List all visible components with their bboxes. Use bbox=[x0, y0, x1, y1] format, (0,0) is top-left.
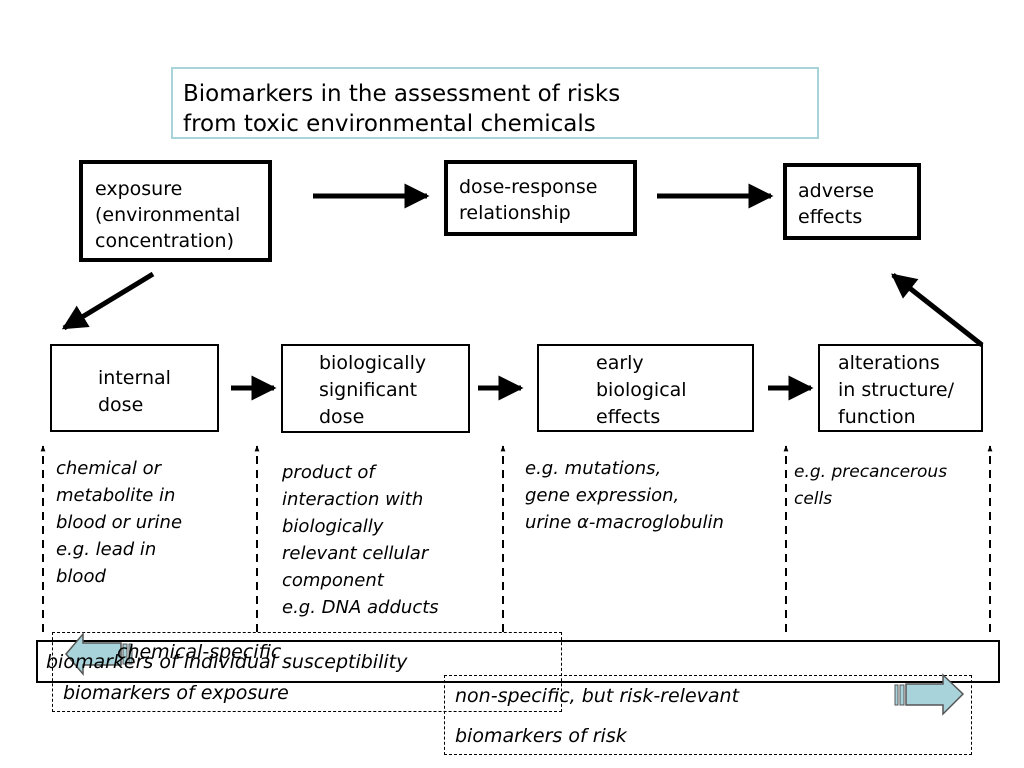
internal-dose-example-5: blood bbox=[56, 566, 106, 587]
individual-susceptibility-label: biomarkers of individual susceptibility bbox=[46, 651, 408, 673]
non-specific-label: non-specific, but risk-relevant bbox=[455, 685, 740, 707]
internal-dose-line-2: dose bbox=[98, 394, 144, 416]
internal-dose-line-1: internal bbox=[98, 367, 171, 389]
bsd-line-3: dose bbox=[319, 406, 365, 428]
exposure-label: biomarkers of exposure bbox=[63, 682, 289, 704]
bsd-line-2: significant bbox=[319, 379, 418, 401]
internal-dose-example-3: blood or urine bbox=[56, 512, 183, 533]
bsd-example-5: component bbox=[282, 570, 384, 591]
ebe-example-2: gene expression, bbox=[525, 485, 680, 506]
arrow-exposure-to-internal-dose bbox=[61, 271, 155, 331]
internal-dose-examples: chemical or metabolite in blood or urine… bbox=[56, 455, 182, 590]
exposure-line-1: exposure bbox=[95, 178, 183, 200]
bsd-example-1: product of bbox=[282, 462, 375, 483]
alterations-examples: e.g. precancerous cells bbox=[794, 459, 947, 513]
ebe-line-2: biological bbox=[596, 379, 687, 401]
title-line-2: from toxic environmental chemicals bbox=[183, 111, 596, 137]
internal-dose-example-2: metabolite in bbox=[56, 485, 176, 506]
chemical-specific-label: chemical-specific bbox=[117, 641, 282, 663]
dose-response-box: dose-response relationship bbox=[444, 160, 637, 236]
dose-response-line-2: relationship bbox=[459, 202, 571, 224]
bsd-line-1: biologically bbox=[319, 352, 427, 374]
adverse-effects-line-1: adverse bbox=[798, 180, 875, 202]
title-line-1: Biomarkers in the assessment of risks bbox=[183, 81, 621, 107]
individual-susceptibility-band bbox=[36, 640, 1000, 683]
right-block-arrow bbox=[894, 673, 965, 716]
non-specific-band bbox=[444, 675, 972, 755]
dose-response-line-1: dose-response bbox=[459, 176, 598, 198]
exposure-box: exposure (environmental concentration) bbox=[79, 160, 272, 262]
alterations-example-1: e.g. precancerous bbox=[794, 462, 948, 482]
ebe-line-1: early bbox=[596, 352, 644, 374]
internal-dose-example-4: e.g. lead in bbox=[56, 539, 157, 560]
ebe-examples: e.g. mutations, gene expression, urine α… bbox=[525, 455, 724, 536]
adverse-effects-line-2: effects bbox=[798, 206, 863, 228]
alterations-line-3: function bbox=[838, 406, 916, 428]
bsd-example-4: relevant cellular bbox=[282, 543, 429, 564]
biologically-significant-dose-box: biologically significant dose bbox=[281, 344, 470, 433]
internal-dose-example-1: chemical or bbox=[56, 458, 161, 479]
alterations-line-2: in structure/ bbox=[838, 379, 954, 401]
alterations-line-1: alterations bbox=[838, 352, 940, 374]
early-biological-effects-box: early biological effects bbox=[537, 344, 754, 432]
adverse-effects-box: adverse effects bbox=[783, 163, 921, 240]
chemical-specific-band bbox=[52, 632, 562, 712]
diagram-title: Biomarkers in the assessment of risks fr… bbox=[171, 67, 819, 139]
bsd-examples: product of interaction with biologically… bbox=[282, 459, 439, 621]
ebe-example-3: urine α-macroglobulin bbox=[525, 512, 724, 533]
bsd-example-3: biologically bbox=[282, 516, 384, 537]
exposure-line-3: concentration) bbox=[95, 230, 235, 252]
ebe-example-1: e.g. mutations, bbox=[525, 458, 662, 479]
bsd-example-2: interaction with bbox=[282, 489, 424, 510]
risk-label: biomarkers of risk bbox=[455, 725, 627, 747]
alterations-example-2: cells bbox=[794, 489, 833, 509]
arrow-alterations-to-adverse bbox=[891, 273, 984, 347]
internal-dose-box: internal dose bbox=[50, 344, 219, 432]
exposure-line-2: (environmental bbox=[95, 204, 241, 226]
bsd-example-6: e.g. DNA adducts bbox=[282, 597, 439, 618]
ebe-line-3: effects bbox=[596, 406, 661, 428]
alterations-box: alterations in structure/ function bbox=[818, 344, 983, 432]
left-block-arrow bbox=[65, 631, 133, 677]
